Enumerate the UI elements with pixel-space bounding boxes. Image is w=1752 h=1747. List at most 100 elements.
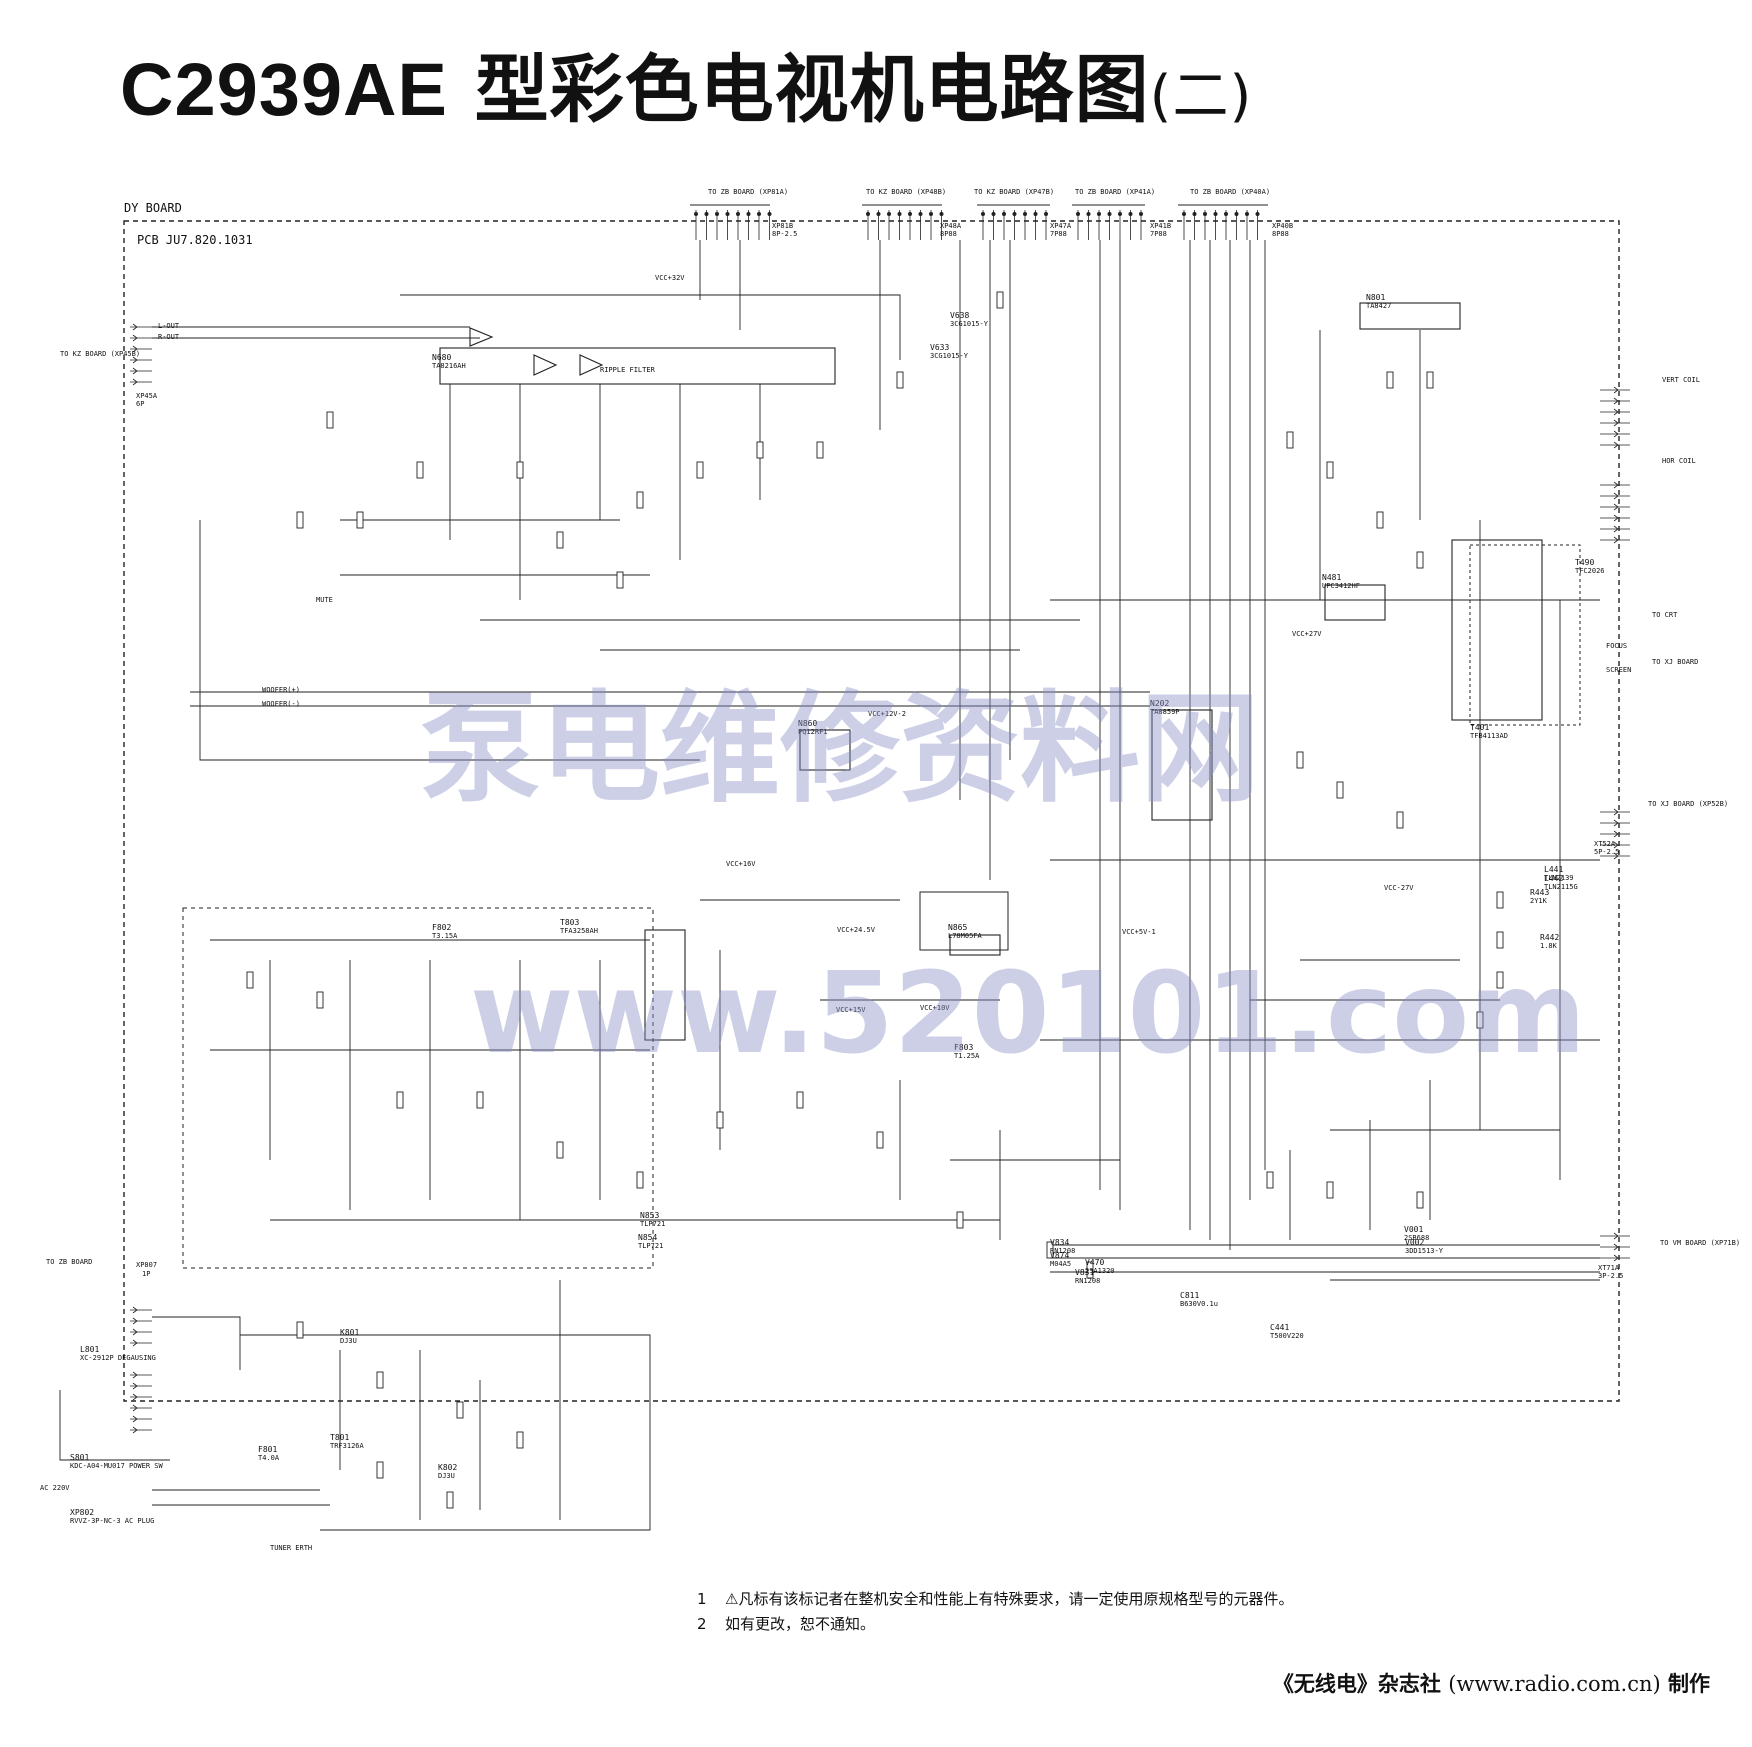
warning-icon: ⚠ — [725, 1590, 739, 1608]
top-connector-label-4: TO ZB BOARD (XP41A) — [1075, 188, 1155, 196]
note-2-text: 如有更改，恕不通知。 — [725, 1615, 876, 1633]
component-part-k801: DJ3U — [340, 1337, 357, 1345]
component-part-l801: XC-2912P DEGAUSING — [80, 1354, 156, 1362]
component-ref-r442: R442 — [1540, 933, 1559, 942]
component-part-n865: L78M05FA — [948, 932, 983, 940]
component-part-k802: DJ3U — [438, 1472, 455, 1480]
top-connector-id-2: XP48A — [940, 222, 962, 230]
component-ref-r443: R443 — [1530, 888, 1549, 897]
signal-vcc10: VCC+10V — [920, 1004, 950, 1012]
component-part-l442: TLN2115G — [1544, 883, 1578, 891]
component-ref-v831: V831 — [1075, 1268, 1094, 1277]
component-part-f803: T1.25A — [954, 1052, 980, 1060]
top-connector-id-5: XP40B — [1272, 222, 1293, 230]
component-part-v002: 3DD1513-Y — [1405, 1247, 1444, 1255]
side-connector-vert-coil: VERT COIL — [1662, 376, 1700, 384]
top-connector-label-5: TO ZB BOARD (XP40A) — [1190, 188, 1270, 196]
component-ref-v834: V834 — [1050, 1238, 1069, 1247]
component-part-t490: TFC2026 — [1575, 567, 1605, 575]
credit-url: (www.radio.com.cn) — [1448, 1672, 1661, 1696]
signal-vcc5: VCC+5V-1 — [1122, 928, 1156, 936]
component-ref-t490: T490 — [1575, 558, 1594, 567]
top-connector-label-1: TO ZB BOARD (XP81A) — [708, 188, 788, 196]
top-connector-spec-4: 7P88 — [1150, 230, 1167, 238]
component-ref-v001: V001 — [1404, 1225, 1423, 1234]
signal-screen: SCREEN — [1606, 666, 1631, 674]
top-connector-spec-3: 7P88 — [1050, 230, 1067, 238]
component-part-s801: KDC-A04-MU017 POWER SW — [70, 1462, 164, 1470]
signal-vcc24: VCC+24.5V — [837, 926, 876, 934]
component-labels: N680TA8216AHN801TA8427N202TA8859PN860PQ1… — [70, 293, 1605, 1525]
component-part-l441: TLN2139 — [1544, 874, 1574, 882]
side-connector-kz-label: TO KZ BOARD (XP45B) — [60, 350, 140, 358]
board-outline — [123, 220, 1620, 1402]
ic-blocks — [439, 302, 1543, 1041]
component-ref-v638: V638 — [950, 311, 969, 320]
title-suffix: (二) — [1149, 64, 1253, 129]
top-connector-label-2: TO KZ BOARD (XP48B) — [866, 188, 946, 196]
signal-vcc15: VCC+15V — [836, 1006, 866, 1014]
component-ref-n865: N865 — [948, 923, 967, 932]
component-ref-v874: V874 — [1050, 1251, 1069, 1260]
top-connector-id-3: XP47A — [1050, 222, 1072, 230]
component-part-c811: B630V0.1u — [1180, 1300, 1218, 1308]
board-name: DY BOARD — [124, 201, 182, 215]
component-part-v638: 3CG1015-Y — [950, 320, 989, 328]
side-connector-kz-spec: 6P — [136, 400, 144, 408]
component-part-n801: TA8427 — [1366, 302, 1391, 310]
note-2-num: 2 — [697, 1615, 707, 1633]
note-1-text: 凡标有该标记者在整机安全和性能上有特殊要求，请一定使用原规格型号的元器件。 — [738, 1590, 1294, 1608]
side-connector-ac: AC 220V — [40, 1484, 70, 1492]
component-part-v834: RN1208 — [1050, 1247, 1075, 1255]
component-ref-f803: F803 — [954, 1043, 973, 1052]
signal-vcc-27: VCC-27V — [1384, 884, 1414, 892]
watermark-url: www.520101.com — [470, 949, 1586, 1079]
component-part-n202: TA8859P — [1150, 708, 1180, 716]
side-connector-tuner: TUNER ERTH — [270, 1544, 312, 1552]
note-2: 2 如有更改，恕不通知。 — [697, 1612, 1293, 1637]
side-connector-zb-label: TO ZB BOARD — [46, 1258, 92, 1266]
component-part-t401: TFB4113AD — [1470, 732, 1508, 740]
component-ref-n680: N680 — [432, 353, 451, 362]
component-ref-t801: T801 — [330, 1433, 349, 1442]
wiring — [59, 240, 1600, 1531]
component-ref-n853: N853 — [640, 1211, 659, 1220]
side-connector-vm-label: TO VM BOARD (XP71B) — [1660, 1239, 1740, 1247]
component-ref-n860: N860 — [798, 719, 817, 728]
side-connector-pins — [130, 323, 1630, 1434]
side-connector-xj52-id: XT52A — [1594, 840, 1616, 848]
component-ref-t803: T803 — [560, 918, 579, 927]
side-connector-vm-id: XT71A — [1598, 1264, 1620, 1272]
component-part-xp802: RVVZ-3P-NC-3 AC PLUG — [70, 1517, 154, 1525]
component-ref-n481: N481 — [1322, 573, 1341, 582]
side-connector-zb-id: XP807 — [136, 1261, 157, 1269]
side-connector-kz-id: XP45A — [136, 392, 158, 400]
title-text: 型彩色电视机电路图 — [474, 47, 1150, 133]
component-ref-f802: F802 — [432, 923, 451, 932]
component-part-r443: 2Y1K — [1530, 897, 1548, 905]
signal-mute: MUTE — [316, 596, 333, 604]
component-ref-c441: C441 — [1270, 1323, 1289, 1332]
side-connector-vm-spec: 3P-2.5 — [1598, 1272, 1623, 1280]
component-part-r442: 1.8K — [1540, 942, 1558, 950]
component-ref-l441: L441 — [1544, 865, 1563, 874]
component-ref-n202: N202 — [1150, 699, 1169, 708]
component-ref-k801: K801 — [340, 1328, 359, 1337]
note-1-num: 1 — [697, 1590, 707, 1608]
component-part-v831: RN1208 — [1075, 1277, 1100, 1285]
component-ref-v470: V470 — [1085, 1258, 1104, 1267]
component-ref-l442: L442 — [1544, 874, 1563, 883]
signal-vcc16: VCC+16V — [726, 860, 756, 868]
component-ref-l801: L801 — [80, 1345, 99, 1354]
component-part-n680: TA8216AH — [432, 362, 466, 370]
credit: 《无线电》杂志社 (www.radio.com.cn) 制作 — [1273, 1668, 1710, 1698]
component-part-v001: 2SB688 — [1404, 1234, 1429, 1242]
top-connector-spec-5: 8P88 — [1272, 230, 1289, 238]
signal-ripple-filter: RIPPLE FILTER — [600, 366, 656, 374]
component-ref-v633: V633 — [930, 343, 949, 352]
component-part-v470: 2SA1320 — [1085, 1267, 1115, 1275]
component-ref-t401: T401 — [1470, 723, 1489, 732]
page-title: C2939AE 型彩色电视机电路图(二) — [120, 30, 1252, 137]
component-part-n853: TLP721 — [640, 1220, 665, 1228]
